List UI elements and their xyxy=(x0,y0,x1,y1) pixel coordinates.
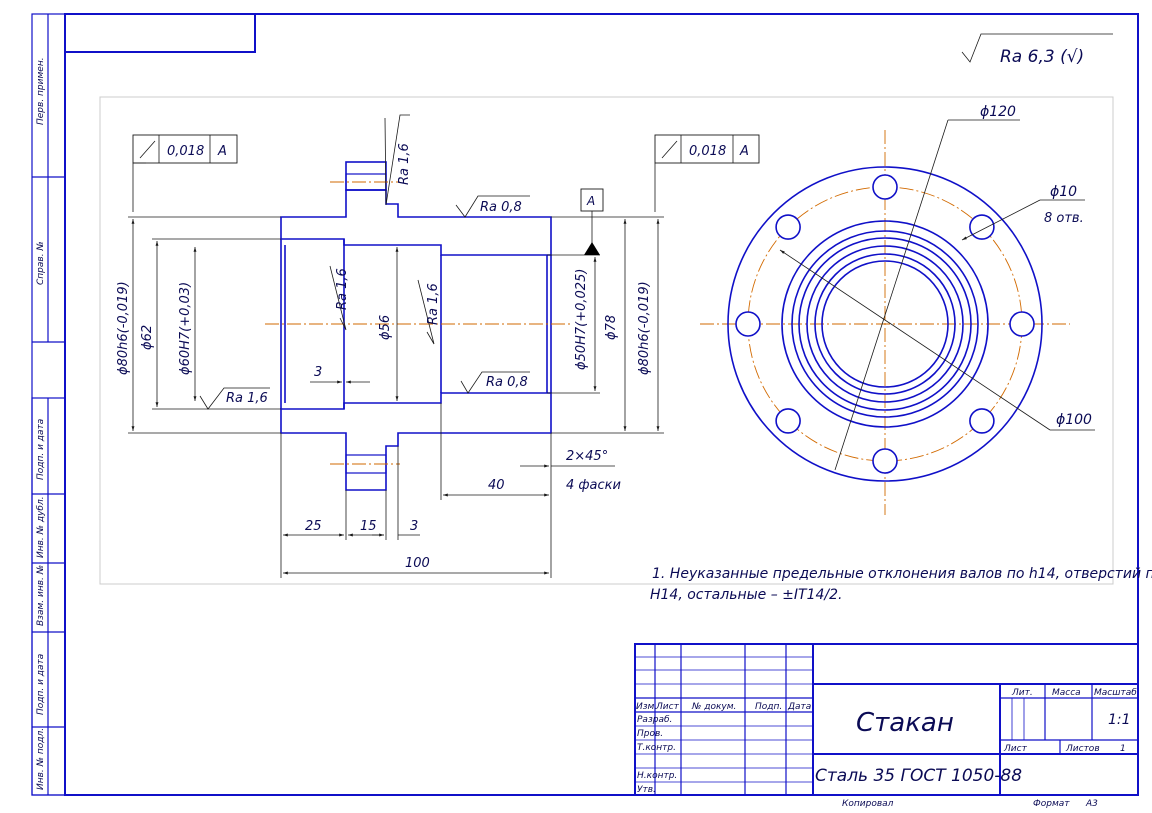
dim-d80h6-right: ϕ80h6(-0,019) xyxy=(637,281,652,375)
roughness-bore-v2: Ra 1,6 xyxy=(426,283,441,325)
part-name: Стакан xyxy=(856,708,954,738)
tb-kopiroval: Копировал xyxy=(842,799,894,809)
perv-primen-label: Перв. примен. xyxy=(36,57,46,125)
side-strip-labels: Перв. примен. Справ. № Подп. и дата Инв.… xyxy=(36,57,46,790)
dim-100: 100 xyxy=(405,556,430,571)
dim-3-outer: 3 xyxy=(410,519,418,534)
datum-ref-left: A xyxy=(217,144,227,159)
section-view xyxy=(265,161,570,491)
bolt-hole xyxy=(969,214,995,240)
note-line-2: H14, остальные – ±IT14/2. xyxy=(650,587,842,603)
dim-d78: ϕ78 xyxy=(604,315,619,340)
dim-d100: ϕ100 xyxy=(1056,412,1092,428)
flange-view: ϕ120 ϕ10 8 отв. ϕ100 xyxy=(700,104,1095,515)
tb-scale-value: 1:1 xyxy=(1108,712,1131,728)
tb-tkontr: Т.контр. xyxy=(637,743,676,753)
chamfer-count: 4 фаски xyxy=(566,478,621,493)
tb-prov: Пров. xyxy=(637,729,663,739)
roughness-flange: Ra 1,6 xyxy=(397,143,412,185)
runout-tol-left: 0,018 xyxy=(167,144,204,159)
podp-data-label-1: Подп. и дата xyxy=(36,419,46,480)
bolt-hole xyxy=(1009,311,1035,337)
vzam-inv-label: Взам. инв. № xyxy=(36,565,46,626)
general-roughness-text: Ra 6,3 (√) xyxy=(1000,47,1084,67)
roughness-outer-bottom: Ra 0,8 xyxy=(486,375,528,390)
tb-dokum: № докум. xyxy=(691,702,736,712)
tb-format-value: A3 xyxy=(1085,799,1098,809)
tb-list: Лист xyxy=(655,702,680,712)
tb-sheet-label: Лист xyxy=(1003,744,1028,754)
hole-count: 8 отв. xyxy=(1044,211,1084,226)
technical-requirements: 1. Неуказанные предельные отклонения вал… xyxy=(650,566,1152,603)
section-dimensions xyxy=(128,114,760,578)
bolt-hole xyxy=(775,408,801,434)
section-dimension-text: 0,018 A 0,018 A A Ra 0,8 Ra 0,8 Ra 1,6 R… xyxy=(116,143,749,571)
dim-d10: ϕ10 xyxy=(1050,184,1077,200)
tb-sheets-value: 1 xyxy=(1120,744,1126,754)
tb-lit: Лит. xyxy=(1011,688,1033,698)
tb-format-label: Формат xyxy=(1033,799,1070,809)
tb-data: Дата xyxy=(787,702,811,712)
bolt-holes xyxy=(735,174,1035,474)
dim-d62: ϕ62 xyxy=(140,325,155,350)
bolt-hole xyxy=(775,214,801,240)
tb-razrab: Разраб. xyxy=(637,715,672,725)
chamfer-size: 2×45° xyxy=(566,449,608,464)
bolt-hole xyxy=(872,448,898,474)
sheet-frame xyxy=(31,13,1139,796)
tb-massa: Масса xyxy=(1052,688,1081,698)
roughness-outer: Ra 0,8 xyxy=(480,200,522,215)
runout-tol-right: 0,018 xyxy=(689,144,726,159)
tb-izm: Изм. xyxy=(636,702,657,712)
sprav-no-label: Справ. № xyxy=(36,241,46,285)
tb-utv: Утв. xyxy=(637,785,656,795)
roughness-bore-left: Ra 1,6 xyxy=(226,391,268,406)
bolt-hole xyxy=(735,311,761,337)
tb-sheets-label: Листов xyxy=(1065,744,1100,754)
dim-d60h7: ϕ60H7(+0,03) xyxy=(178,282,193,375)
dim-40: 40 xyxy=(488,478,505,493)
note-line-1: 1. Неуказанные предельные отклонения вал… xyxy=(652,566,1152,582)
dim-d120: ϕ120 xyxy=(980,104,1016,120)
datum-a-label: A xyxy=(586,194,595,208)
title-block: Изм. Лист № докум. Подп. Дата Разраб. Пр… xyxy=(634,643,1139,809)
datum-ref-right: A xyxy=(739,144,749,159)
dim-d50h7: ϕ50H7(+0,025) xyxy=(574,269,589,370)
bolt-hole xyxy=(872,174,898,200)
tb-podp: Подп. xyxy=(755,702,782,712)
podp-data-label-2: Подп. и дата xyxy=(36,654,46,715)
inv-podl-label: Инв. № подл. xyxy=(36,728,46,790)
dim-3-inner: 3 xyxy=(314,365,322,380)
dim-15: 15 xyxy=(360,519,377,534)
tb-nkontr: Н.контр. xyxy=(637,771,677,781)
material: Сталь 35 ГОСТ 1050-88 xyxy=(815,766,1022,786)
bolt-hole xyxy=(969,408,995,434)
tb-masshtab: Масштаб xyxy=(1094,688,1137,698)
dim-d56: ϕ56 xyxy=(378,315,393,340)
inv-dubl-label: Инв. № дубл. xyxy=(36,496,46,558)
general-roughness-symbol: Ra 6,3 (√) xyxy=(961,33,1113,67)
dim-d80h6-left: ϕ80h6(-0,019) xyxy=(116,281,131,375)
dim-25: 25 xyxy=(305,519,322,534)
roughness-bore-v1: Ra 1,6 xyxy=(335,268,350,310)
